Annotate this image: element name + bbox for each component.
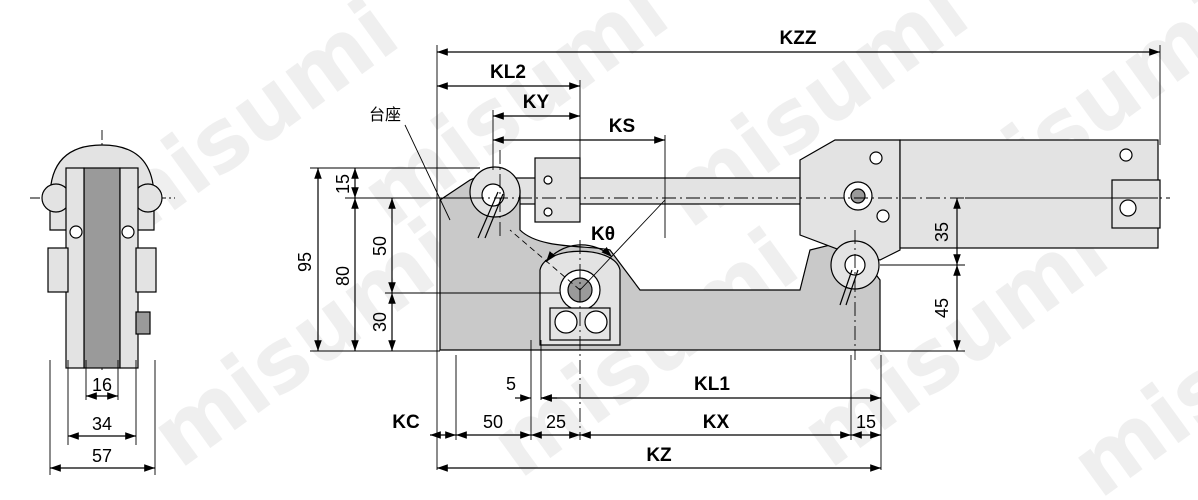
watermark-5: misumi bbox=[134, 200, 476, 487]
label-kx: KX bbox=[703, 412, 730, 433]
dim-50-vert: 50 bbox=[370, 236, 390, 256]
part-label-base: 台座 bbox=[369, 106, 401, 124]
dim-5: 5 bbox=[506, 374, 516, 394]
label-ky: KY bbox=[523, 92, 550, 113]
dim-45: 45 bbox=[932, 298, 952, 318]
dim-16: 16 bbox=[92, 375, 112, 395]
dim-35: 35 bbox=[932, 222, 952, 242]
dim-57: 57 bbox=[92, 446, 112, 466]
dim-30: 30 bbox=[370, 312, 390, 332]
label-kzz: KZZ bbox=[780, 28, 817, 49]
dim-95: 95 bbox=[295, 252, 315, 272]
label-kl1: KL1 bbox=[694, 374, 730, 395]
dim-25: 25 bbox=[546, 412, 566, 432]
label-kz: KZ bbox=[646, 445, 672, 466]
label-ktheta: Kθ bbox=[591, 224, 615, 245]
side-view: 16 34 57 bbox=[30, 130, 175, 475]
watermark-group: misumi misumi misumi misumi misumi misum… bbox=[74, 0, 1198, 500]
dim-34: 34 bbox=[92, 414, 112, 434]
dim-80: 80 bbox=[333, 266, 353, 286]
dim-15-left: 15 bbox=[333, 174, 353, 194]
front-view: Kθ 台座 KZZ KL2 KY KS 95 15 80 50 bbox=[295, 28, 1170, 472]
dim-50-horiz: 50 bbox=[483, 412, 503, 432]
dim-15-bottom: 15 bbox=[856, 412, 876, 432]
label-kl2: KL2 bbox=[490, 62, 526, 83]
label-kc: KC bbox=[392, 412, 420, 433]
label-ks: KS bbox=[609, 116, 635, 137]
